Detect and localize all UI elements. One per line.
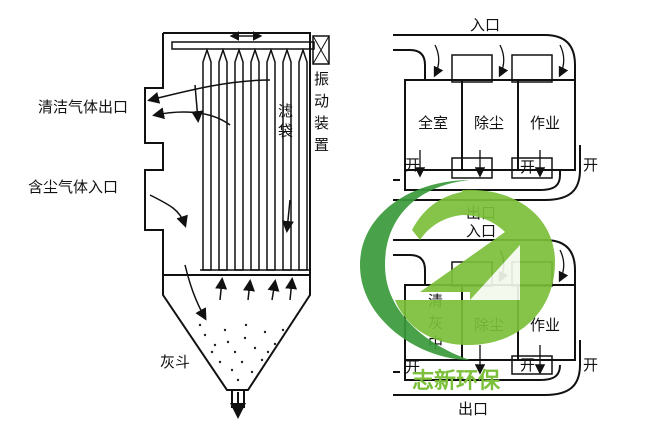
filter-bags (202, 47, 308, 271)
top-open-label-3: 开 (583, 156, 598, 174)
logo-shape (395, 189, 555, 345)
shaker-label-3: 装 (314, 114, 329, 132)
shaker-label-2: 动 (314, 92, 329, 110)
shaker-box (312, 35, 330, 65)
bottom-open-label-3: 开 (583, 356, 598, 374)
top-inlet-duct (393, 34, 576, 80)
bag-filter-diagram (144, 31, 330, 419)
dusty-gas-inlet-label: 含尘气体入口 (28, 178, 118, 196)
top-chamber-label-3: 作业 (530, 114, 560, 132)
watermark-text: 志新环保 (412, 368, 501, 394)
bottom-outlet-label: 出口 (458, 400, 488, 418)
logo-ring (360, 180, 470, 360)
top-chamber-label-2: 除尘 (474, 114, 504, 132)
filter-bag-label-1: 滤 (278, 102, 293, 120)
hopper-outline (162, 274, 311, 391)
top-plate (171, 41, 315, 50)
housing-outline (144, 32, 311, 275)
top-chamber-frame (404, 79, 576, 171)
bottom-chamber-label-2: 作业 (530, 316, 560, 334)
top-open-label-2: 开 (520, 158, 535, 176)
dust-particles (198, 323, 285, 382)
clean-gas-outlet-label: 清洁气体出口 (38, 98, 128, 116)
tube-sheet (200, 269, 310, 276)
flow-arrows (147, 79, 298, 321)
top-chamber-label-1: 全室 (418, 114, 448, 132)
top-inlet-label: 入口 (470, 16, 500, 34)
top-open-label-1: 开 (405, 156, 420, 174)
top-outlet-duct (393, 145, 581, 201)
bottom-open-label-1: 开 (405, 358, 420, 376)
bottom-outlet-duct (393, 340, 581, 396)
shaker-label-4: 置 (314, 136, 329, 154)
filter-bag-label-2: 袋 (278, 122, 293, 140)
ash-hopper-label: 灰斗 (160, 353, 190, 371)
watermark-logo (360, 180, 555, 360)
bottom-inlet-label: 入口 (466, 222, 496, 240)
top-chamber-diagram (393, 34, 581, 201)
shaker-label-1: 振 (314, 70, 329, 88)
bottom-open-label-2: 开 (520, 356, 535, 374)
